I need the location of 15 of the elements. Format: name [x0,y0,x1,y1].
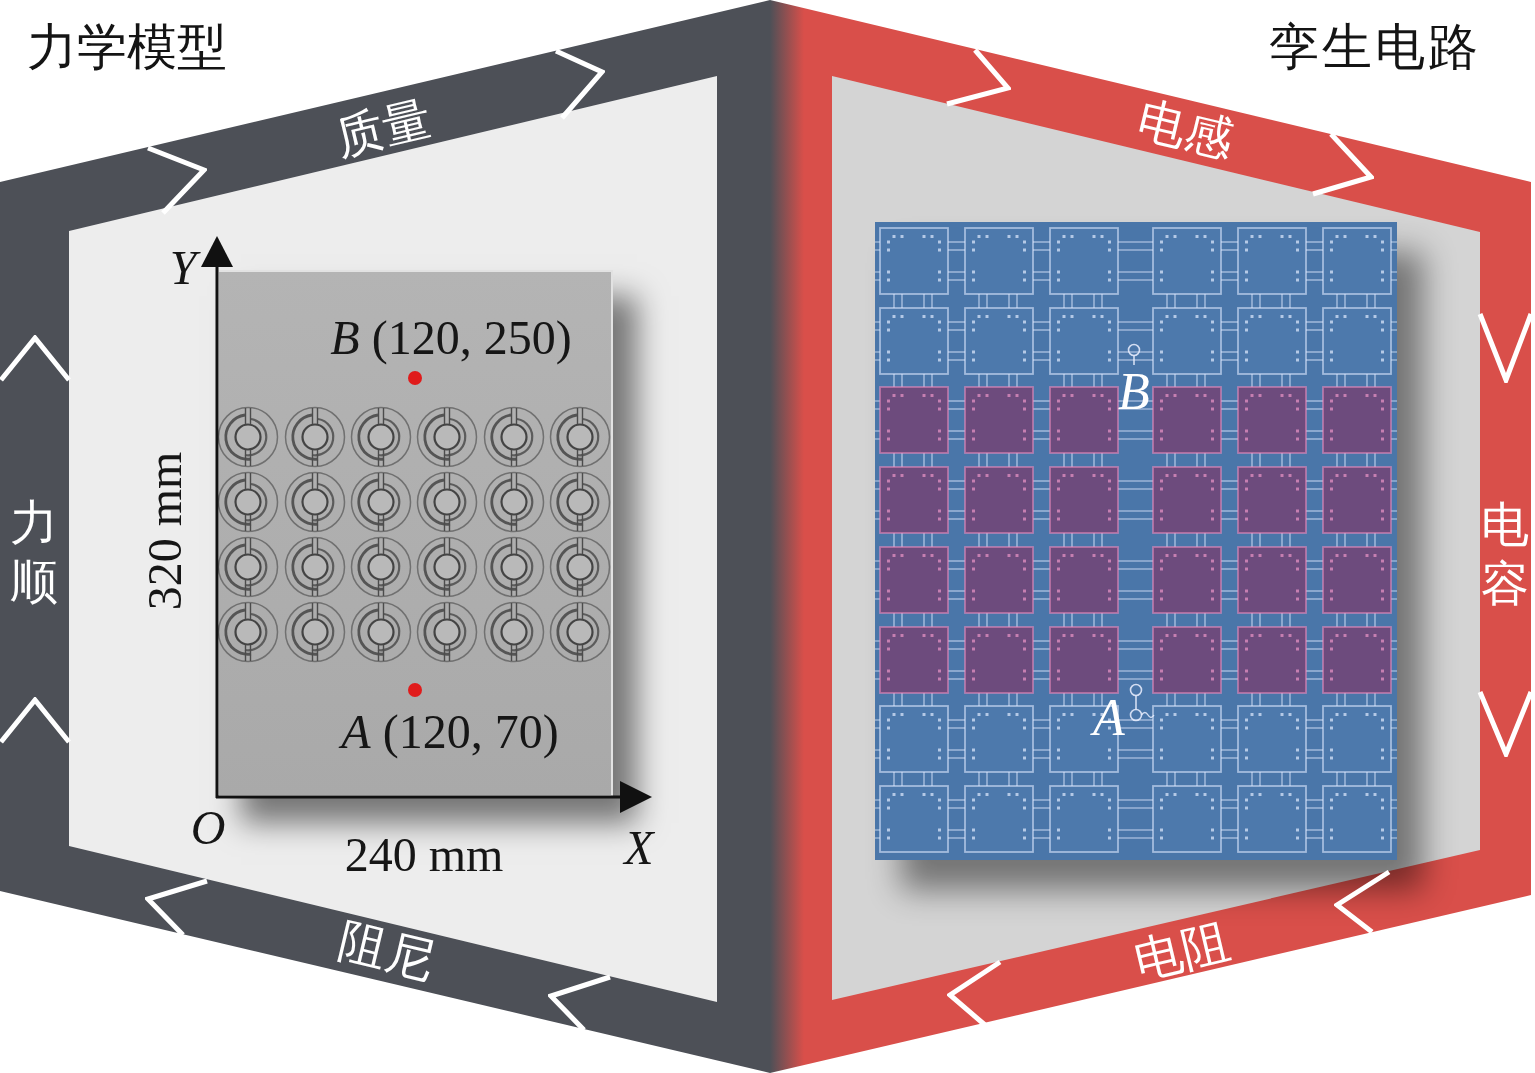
axis-label: X [624,824,654,872]
circuit-board [875,222,1397,860]
heading: 孪生电路 [1269,22,1481,72]
band-label: 电感 [1133,94,1239,164]
dimension-label: 240 mm [344,831,504,879]
frame-band [0,0,770,1073]
band-label: 阻尼 [334,915,440,985]
band-label: 力顺 [9,493,59,611]
heading: 力学模型 [27,22,227,72]
point-label: B [1118,366,1150,418]
dimension-label: 320 mm [141,451,189,611]
axis-label: O [190,804,226,852]
band-label: 电阻 [1129,915,1235,985]
band-label: 质量 [330,92,436,162]
band-label: 电容 [1480,495,1530,613]
